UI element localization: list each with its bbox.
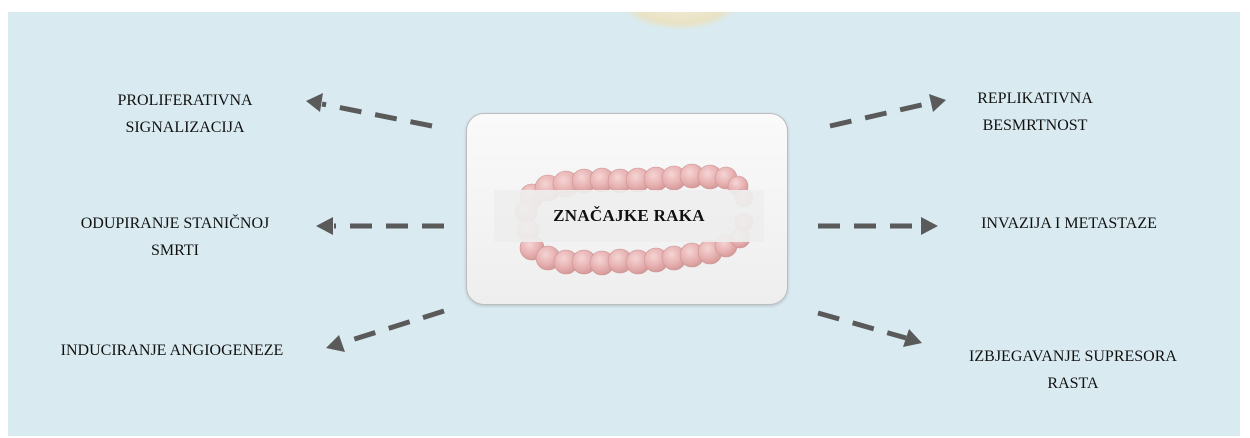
label-replicative-line2: BESMRTNOST [982, 117, 1088, 134]
label-proliferative-signaling: PROLIFERATIVNA SIGNALIZACIJA [92, 87, 278, 141]
label-growth-suppressors-line2: RASTA [1047, 375, 1099, 392]
label-cell-death-line1: ODUPIRANJE STANIČNOJ [80, 215, 270, 232]
label-invasion-metastasis: INVAZIJA I METASTAZE [944, 210, 1194, 237]
label-proliferative-line1: PROLIFERATIVNA [117, 92, 253, 109]
label-cell-death-line2: SMRTI [151, 242, 199, 259]
arrowhead-proliferative [306, 93, 323, 112]
arrow-angiogenesis [341, 308, 445, 346]
label-growth-suppressors-line1: IZBJEGAVANJE SUPRESORA [969, 348, 1177, 365]
label-invasion-line1: INVAZIJA I METASTAZE [981, 215, 1157, 232]
decorative-blob [620, 12, 740, 30]
label-replicative-immortality: REPLIKATIVNA BESMRTNOST [960, 85, 1110, 139]
label-evading-growth-suppressors: IZBJEGAVANJE SUPRESORA RASTA [938, 343, 1208, 397]
label-resisting-cell-death: ODUPIRANJE STANIČNOJ SMRTI [40, 210, 310, 264]
arrowhead-replicative [929, 94, 946, 112]
center-title-band: ZNAČAJKE RAKA [494, 190, 764, 242]
arrowhead-invasion [921, 217, 938, 235]
label-angiogenesis-line1: INDUCIRANJE ANGIOGENEZE [60, 342, 284, 359]
label-inducing-angiogenesis: INDUCIRANJE ANGIOGENEZE [22, 337, 322, 364]
arrowhead-cell-death [316, 217, 333, 235]
label-replicative-line1: REPLIKATIVNA [977, 90, 1093, 107]
center-title: ZNAČAJKE RAKA [553, 206, 705, 225]
arrow-growth-suppressors [817, 310, 907, 341]
arrowhead-angiogenesis [326, 335, 345, 352]
arrow-proliferative [321, 101, 433, 129]
arrowhead-growth-suppressors [903, 329, 922, 347]
label-proliferative-line2: SIGNALIZACIJA [125, 119, 245, 136]
arrow-replicative [829, 100, 931, 129]
